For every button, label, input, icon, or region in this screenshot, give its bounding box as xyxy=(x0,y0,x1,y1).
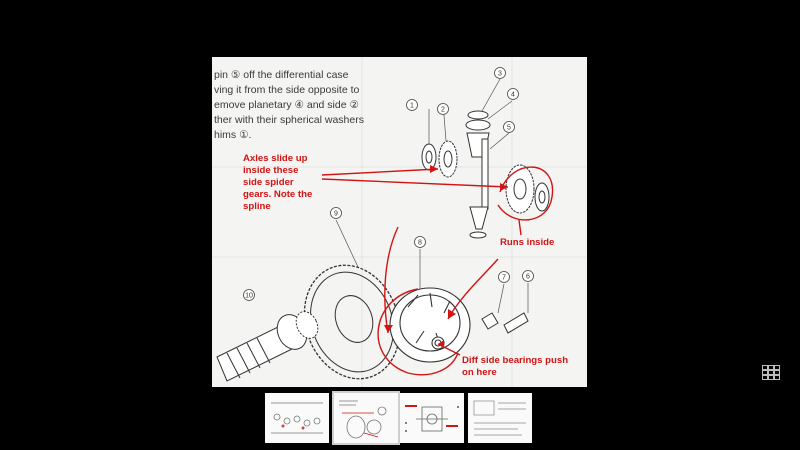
part-label-10: 10 xyxy=(245,293,253,300)
part-label-7: 7 xyxy=(502,275,506,282)
part-label-2: 2 xyxy=(441,107,445,114)
thumbnail-3-preview xyxy=(405,405,459,432)
part-label-1: 1 xyxy=(410,103,414,110)
annotation-axles-line-5: spline xyxy=(243,201,271,212)
annotation-axles: Axles slide up inside these side spider … xyxy=(243,153,312,213)
thumbnail-1[interactable] xyxy=(265,393,329,443)
grid-icon[interactable] xyxy=(762,365,780,380)
annotation-axles-line-1: Axles slide up xyxy=(243,153,308,164)
thumbnail-4[interactable] xyxy=(468,393,532,443)
annotation-bearings-line-2: on here xyxy=(462,367,497,378)
part-label-4: 4 xyxy=(511,92,515,99)
annotation-axles-line-2: inside these xyxy=(243,165,299,176)
thumbnail-4-preview xyxy=(473,400,526,436)
thumbnail-strip xyxy=(265,391,535,445)
part-label-5: 5 xyxy=(507,125,511,132)
thumbnail-2[interactable] xyxy=(332,391,400,445)
differential-case xyxy=(389,287,471,363)
parts-diagram: 1 2 3 4 5 6 7 8 9 10 xyxy=(212,57,587,387)
manual-text-line-2: ving it from the side opposite to xyxy=(214,84,360,96)
annotation-runs-inside: Runs inside xyxy=(500,237,555,248)
part-label-9: 9 xyxy=(334,211,338,218)
thumbnail-3[interactable] xyxy=(400,393,464,443)
part-label-6: 6 xyxy=(526,274,530,281)
manual-text-line-5: hims ①. xyxy=(214,129,252,141)
thumbnail-2-preview xyxy=(339,400,387,439)
annotation-bearings: Diff side bearings push on here xyxy=(462,355,568,379)
pinion-shaft xyxy=(216,311,319,382)
thumbnail-1-preview xyxy=(271,402,323,434)
manual-text-line-4: ther with their spherical washers xyxy=(214,114,364,126)
annotation-bearings-line-1: Diff side bearings push xyxy=(462,355,569,366)
annotation-axles-line-3: side spider xyxy=(243,177,294,188)
part-label-8: 8 xyxy=(418,240,422,247)
part-label-3: 3 xyxy=(498,71,502,78)
manual-text-line-3: emove planetary ④ and side ② xyxy=(214,99,359,111)
main-image: 1 2 3 4 5 6 7 8 9 10 xyxy=(212,57,587,387)
manual-text-line-1: pin ⑤ off the differential case xyxy=(214,69,349,81)
annotation-axles-line-4: gears. Note the xyxy=(243,189,313,200)
